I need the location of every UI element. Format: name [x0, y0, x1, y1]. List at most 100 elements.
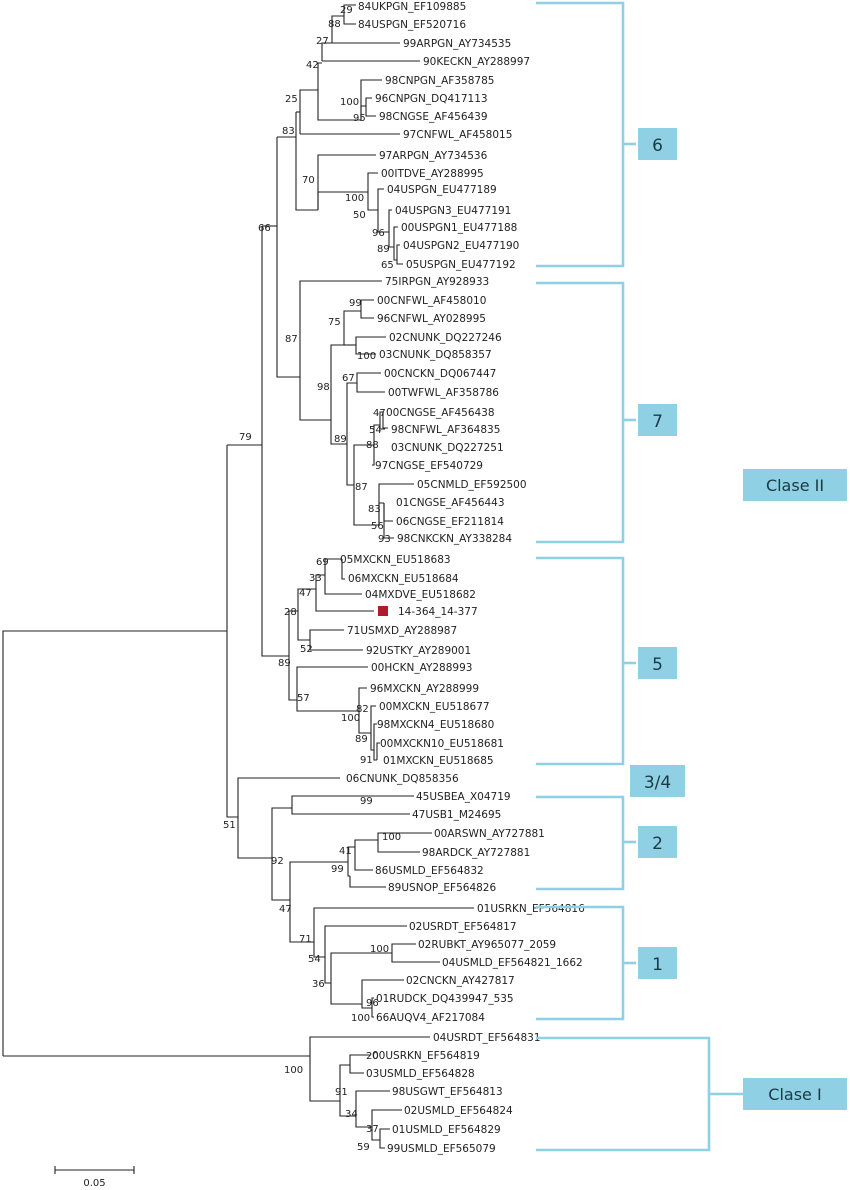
taxon-label: 98CNKCKN_AY338284	[397, 533, 512, 545]
group-3-4-label: 3/4	[644, 773, 671, 793]
bootstrap-value: 50	[353, 210, 366, 221]
taxon-label: 03CNUNK_DQ858357	[379, 349, 492, 361]
branch	[367, 192, 378, 211]
bootstrap-value: 95	[353, 113, 366, 124]
bootstrap-value: 28	[284, 607, 297, 618]
bracket-group-2	[536, 795, 625, 891]
branch	[315, 574, 325, 589]
group-2-label: 2	[652, 834, 663, 854]
taxon-label: 99ARPGN_AY734535	[403, 38, 511, 50]
bootstrap-value: 99	[331, 864, 344, 875]
taxon-label: 01CNGSE_AF456443	[396, 497, 505, 509]
branch	[288, 610, 298, 656]
group-labels: 6 7 5 3/4 2 1 Clase II Clase I	[630, 128, 847, 1110]
taxon-label: 02USRDT_EF564817	[409, 921, 517, 933]
tree-branches	[2, 4, 474, 1149]
branch	[371, 1109, 402, 1127]
taxon-label: 00CNCKN_DQ067447	[384, 368, 496, 380]
branch	[324, 575, 362, 595]
branch	[349, 1054, 370, 1065]
branch	[358, 687, 367, 711]
branch	[271, 858, 290, 901]
bootstrap-value: 57	[297, 693, 310, 704]
branch	[297, 611, 310, 641]
bootstrap-value: 37	[366, 1124, 379, 1135]
branch	[378, 502, 384, 525]
branch	[355, 1090, 390, 1116]
group-1-box	[638, 947, 677, 979]
bootstrap-value: 91	[335, 1087, 348, 1098]
taxon-label: 00CNFWL_AF458010	[377, 295, 486, 307]
branch	[360, 105, 366, 120]
branch	[330, 952, 392, 983]
branch	[349, 876, 386, 888]
taxon-label: 05MXCKN_EU518683	[340, 554, 451, 566]
taxon-label: 01USRKN_EF564816	[477, 903, 585, 915]
bootstrap-value: 20	[366, 1051, 379, 1062]
branch	[339, 1064, 350, 1101]
branch	[330, 420, 347, 445]
bootstrap-value: 79	[239, 432, 252, 443]
bootstrap-value: 34	[345, 1109, 358, 1120]
bootstrap-value: 47	[279, 904, 292, 915]
taxon-label: 98CNGSE_AF456439	[379, 111, 488, 123]
taxon-label: 90KECKN_AY288997	[423, 56, 530, 68]
taxon-label: 05USPGN_EU477192	[406, 259, 516, 271]
branch	[370, 733, 374, 751]
taxon-label: 96CNFWL_AY028995	[377, 313, 486, 325]
taxon-label: 14-364_14-377	[398, 606, 478, 618]
branch	[299, 377, 331, 421]
branch	[343, 310, 361, 345]
bootstrap-value: 67	[342, 373, 355, 384]
taxon-label: 03CNUNK_DQ227251	[391, 442, 504, 454]
branch	[346, 382, 357, 444]
bootstrap-values: 29 88 27 42 100 95 25 83 70 100 50 96 89…	[223, 5, 401, 1153]
taxon-label: 00ARSWN_AY727881	[434, 828, 545, 840]
bootstrap-value: 100	[351, 1013, 370, 1024]
bootstrap-value: 41	[339, 846, 352, 857]
branch	[377, 840, 420, 853]
bootstrap-value: 100	[345, 193, 364, 204]
branch	[296, 666, 368, 700]
taxon-label: 02RUBKT_AY965077_2059	[418, 939, 556, 951]
branch	[355, 345, 376, 355]
branch	[309, 640, 363, 651]
branch	[289, 900, 314, 943]
bracket-group-5	[536, 556, 625, 766]
branch	[388, 232, 394, 248]
taxon-label: 97CNFWL_AF458015	[403, 129, 512, 141]
taxon-label: 06MXCKN_EU518684	[348, 573, 459, 585]
branch	[379, 1128, 390, 1140]
branch	[317, 191, 368, 210]
branch	[367, 172, 378, 192]
branch	[371, 1127, 380, 1141]
bootstrap-value: 69	[316, 557, 329, 568]
branch	[383, 503, 393, 522]
branch	[291, 808, 410, 815]
group-3-4-box	[630, 765, 685, 797]
clase-i-box	[743, 1078, 847, 1110]
taxon-label: 00MXCKN_EU518677	[379, 701, 490, 713]
branch	[347, 846, 355, 862]
taxon-label: 84USPGN_EF520716	[358, 19, 466, 31]
branch	[353, 444, 374, 485]
bootstrap-value: 36	[312, 979, 325, 990]
taxon-label: 01USMLD_EF564829	[392, 1124, 501, 1136]
branch	[317, 62, 322, 88]
bootstrap-value: 82	[356, 704, 369, 715]
taxon-label: 00ITDVE_AY288995	[381, 168, 484, 180]
bootstrap-value: 70	[302, 175, 315, 186]
bootstrap-value: 100	[284, 1065, 303, 1076]
branch	[365, 97, 372, 106]
bootstrap-value: 92	[271, 856, 284, 867]
bootstrap-value: 88	[328, 19, 341, 30]
branch	[377, 188, 384, 210]
taxon-label: 00USRKN_EF564819	[372, 1050, 480, 1062]
bootstrap-value: 88	[366, 440, 379, 451]
taxon-label: 86USMLD_EF564832	[375, 865, 484, 877]
taxon-label: 89USNOP_EF564826	[388, 882, 496, 894]
bootstrap-value: 99	[349, 298, 362, 309]
branch	[360, 311, 374, 319]
taxon-label: 02USMLD_EF564824	[404, 1105, 513, 1117]
